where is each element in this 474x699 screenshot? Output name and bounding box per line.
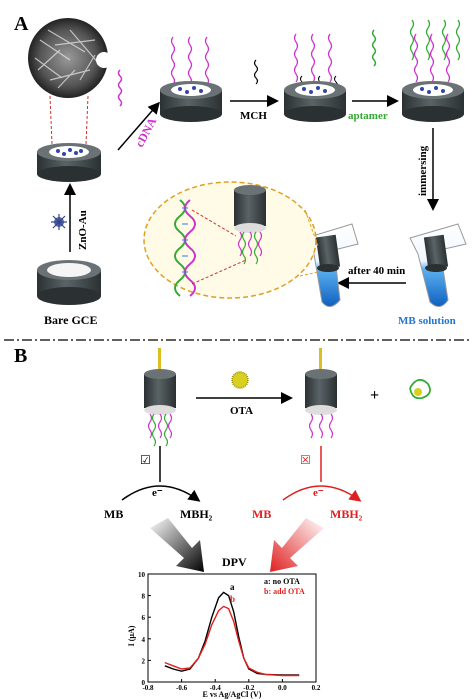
legend-b: b: add OTA xyxy=(264,587,305,596)
electrode-mch xyxy=(284,33,346,122)
panel-a-label: A xyxy=(14,13,29,35)
y-tick-label: 2 xyxy=(142,657,146,665)
zno-au-particle-icon xyxy=(51,214,67,230)
sem-image xyxy=(28,18,112,98)
mch-molecule xyxy=(253,59,259,85)
aptamer-label: aptamer xyxy=(348,110,388,122)
arrow-cdna xyxy=(117,101,160,151)
b-electrode-right xyxy=(305,348,337,439)
x-tick-label: 0.2 xyxy=(312,684,321,692)
big-arrow-red xyxy=(270,518,324,572)
after-40min-label: after 40 min xyxy=(348,265,405,277)
x-tick-label: -0.4 xyxy=(210,684,222,692)
aptamer-strand xyxy=(371,29,377,67)
series-line-a xyxy=(164,591,300,676)
panel-b-label: B xyxy=(14,345,27,367)
y-tick-label: 0 xyxy=(142,679,146,687)
mbh2-right: MBH₂ xyxy=(330,507,363,521)
x-tick-label: 0.0 xyxy=(278,684,287,692)
plot-frame xyxy=(147,573,317,683)
electron-arc-right xyxy=(282,485,362,502)
zoom-line xyxy=(49,95,53,145)
plus-sign: + xyxy=(370,387,379,404)
x-tick-label: -0.8 xyxy=(142,684,154,692)
y-tick-label: 8 xyxy=(142,593,146,601)
electron-left: e⁻ xyxy=(152,487,163,499)
zno-au-label: ZnO-Au xyxy=(77,210,89,250)
b-electrode-left xyxy=(144,348,176,447)
x-mark: ☒ xyxy=(300,453,311,467)
curve-label-a: a xyxy=(230,582,235,592)
zoom-line xyxy=(85,95,89,145)
mbh2-left: MBH₂ xyxy=(180,507,213,521)
y-tick-label: 10 xyxy=(138,571,146,579)
y-tick-label: 6 xyxy=(142,614,146,622)
electrode-cdna xyxy=(160,36,222,122)
aptamer-ota-complex-icon xyxy=(409,378,431,400)
ota-label: OTA xyxy=(230,405,253,417)
electrode-zno xyxy=(37,143,101,182)
big-arrow-black xyxy=(150,518,204,572)
bare-gce-label: Bare GCE xyxy=(44,313,97,327)
mb-left: MB xyxy=(104,507,123,521)
dpv-chart: -0.8 -0.6 -0.4 -0.2 0.0 0.2 0 2 4 6 8 10 I (µA) E v… xyxy=(127,571,321,699)
series-line-b xyxy=(164,605,300,677)
mb-right: MB xyxy=(252,507,271,521)
dpv-label: DPV xyxy=(222,555,247,569)
zoom-line xyxy=(191,209,237,237)
ota-molecule-icon xyxy=(231,371,249,389)
curve-label-b: b xyxy=(230,594,235,604)
electrode-bare xyxy=(37,260,101,305)
mch-label: MCH xyxy=(240,110,267,122)
double-helix xyxy=(174,199,196,297)
immersing-label: immersing xyxy=(417,145,429,196)
zoom-electrode xyxy=(234,185,266,265)
x-axis-label: E vs Ag/AgCl (V) xyxy=(203,690,262,699)
mb-solution-label: MB solution xyxy=(398,315,456,327)
result-tube xyxy=(305,223,359,307)
electron-arc-left xyxy=(121,485,201,502)
electrode-aptamer xyxy=(402,19,464,122)
y-tick-label: 4 xyxy=(142,636,146,644)
x-tick-label: -0.2 xyxy=(243,684,255,692)
zoom-line xyxy=(299,271,319,277)
cdna-strand xyxy=(117,69,123,107)
mb-solution-tube xyxy=(409,223,467,307)
cdna-label: cDNA xyxy=(132,115,159,150)
check-mark: ☑ xyxy=(140,453,151,467)
legend-a: a: no OTA xyxy=(264,577,300,586)
zoom-ellipse xyxy=(143,181,317,299)
electron-right: e⁻ xyxy=(313,487,324,499)
x-tick-label: -0.6 xyxy=(176,684,188,692)
zoom-line xyxy=(304,209,319,247)
y-axis-label: I (µA) xyxy=(127,625,136,646)
